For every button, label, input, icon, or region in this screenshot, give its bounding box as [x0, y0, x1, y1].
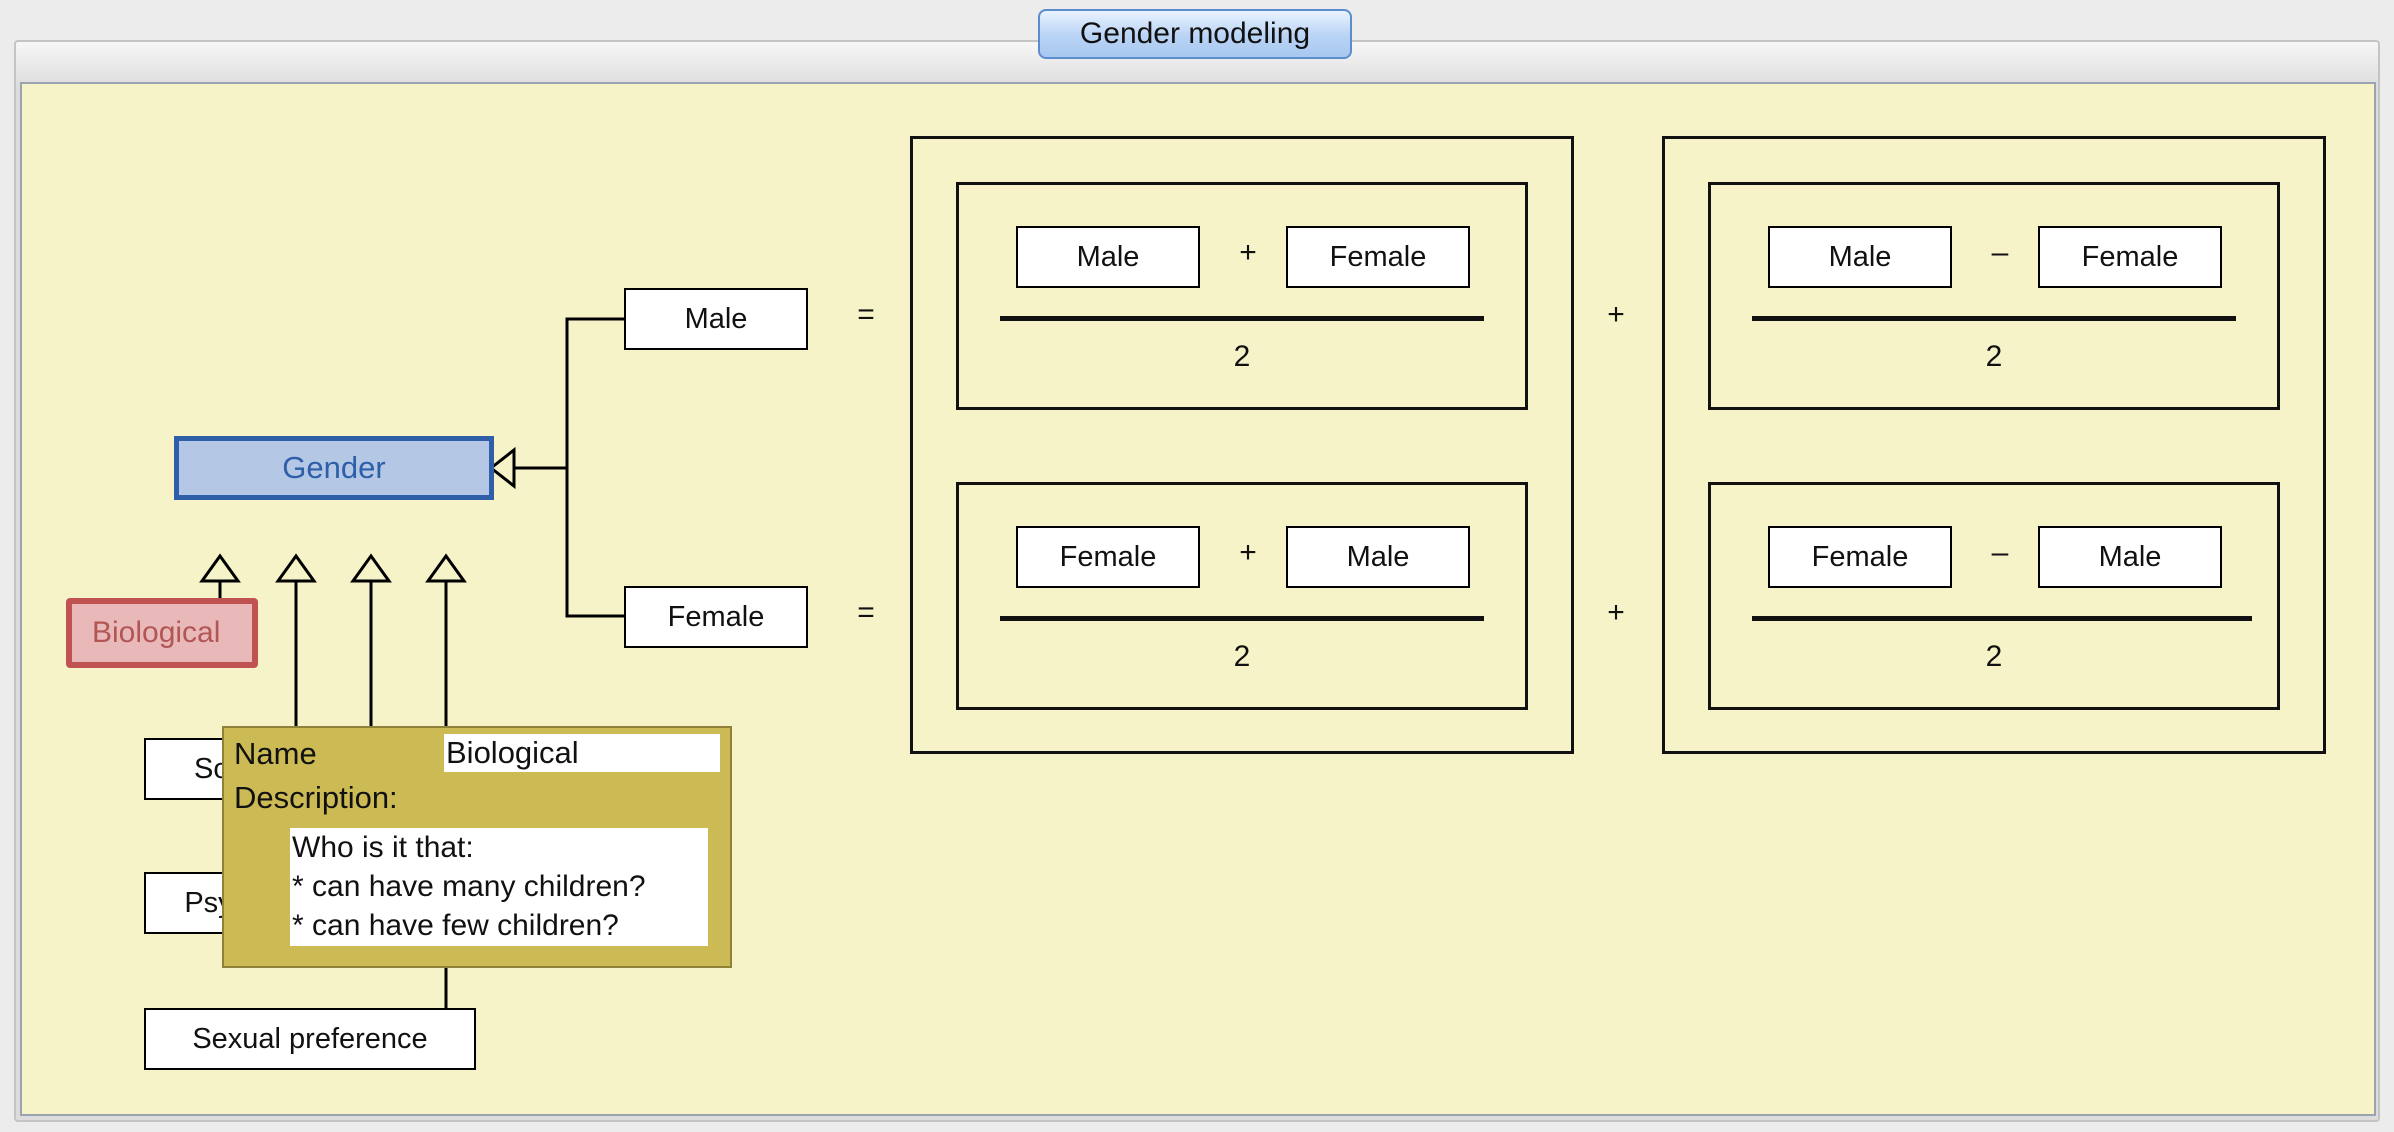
arrowhead-psychological	[350, 553, 392, 583]
diagram-canvas[interactable]: Gender Male Female Biological Social Psy…	[20, 82, 2376, 1116]
arrowhead-sexual-preference	[425, 553, 467, 583]
female-average-denominator: 2	[1233, 640, 1251, 673]
tooltip-description-label: Description:	[234, 780, 398, 815]
female-average-operand-b[interactable]: Male	[1286, 526, 1470, 588]
female-average-fraction-bar	[1000, 616, 1484, 621]
male-equals-sign: =	[857, 298, 875, 331]
difference-terms-container	[1662, 136, 2326, 754]
female-difference-fraction-bar	[1752, 616, 2252, 621]
male-node[interactable]: Male	[624, 288, 808, 350]
male-average-operand-b[interactable]: Female	[1286, 226, 1470, 288]
male-plus-sign: +	[1607, 298, 1625, 331]
male-difference-operator: –	[1991, 236, 2009, 269]
male-difference-term	[1708, 182, 2280, 410]
male-average-operator: +	[1239, 236, 1257, 269]
male-difference-denominator: 2	[1985, 340, 2003, 373]
female-average-operand-a[interactable]: Female	[1016, 526, 1200, 588]
tooltip-name-value: Biological	[444, 734, 720, 772]
gender-node[interactable]: Gender	[174, 436, 494, 500]
male-average-fraction-bar	[1000, 316, 1484, 321]
sexual-preference-node[interactable]: Sexual preference	[144, 1008, 476, 1070]
female-average-operator: +	[1239, 536, 1257, 569]
female-average-term	[956, 482, 1528, 710]
average-terms-container	[910, 136, 1574, 754]
female-difference-operator: –	[1991, 536, 2009, 569]
male-difference-operand-b[interactable]: Female	[2038, 226, 2222, 288]
arrowhead-social	[275, 553, 317, 583]
female-difference-denominator: 2	[1985, 640, 2003, 673]
tab-gender-modeling[interactable]: Gender modeling	[1038, 9, 1352, 59]
female-equals-sign: =	[857, 596, 875, 629]
link-subtypes	[565, 317, 624, 618]
female-difference-operand-a[interactable]: Female	[1768, 526, 1952, 588]
node-info-tooltip: Name Biological Description: Who is it t…	[222, 726, 732, 968]
biological-node[interactable]: Biological	[66, 598, 258, 668]
male-difference-fraction-bar	[1752, 316, 2236, 321]
male-average-denominator: 2	[1233, 340, 1251, 373]
tooltip-description-text: Who is it that: * can have many children…	[290, 828, 708, 946]
arrowhead-subtypes	[488, 446, 516, 490]
male-average-term	[956, 182, 1528, 410]
male-average-operand-a[interactable]: Male	[1016, 226, 1200, 288]
arrowhead-biological	[199, 553, 241, 583]
male-difference-operand-a[interactable]: Male	[1768, 226, 1952, 288]
tooltip-name-label: Name	[234, 736, 317, 771]
female-difference-term	[1708, 482, 2280, 710]
female-plus-sign: +	[1607, 596, 1625, 629]
female-node[interactable]: Female	[624, 586, 808, 648]
female-difference-operand-b[interactable]: Male	[2038, 526, 2222, 588]
